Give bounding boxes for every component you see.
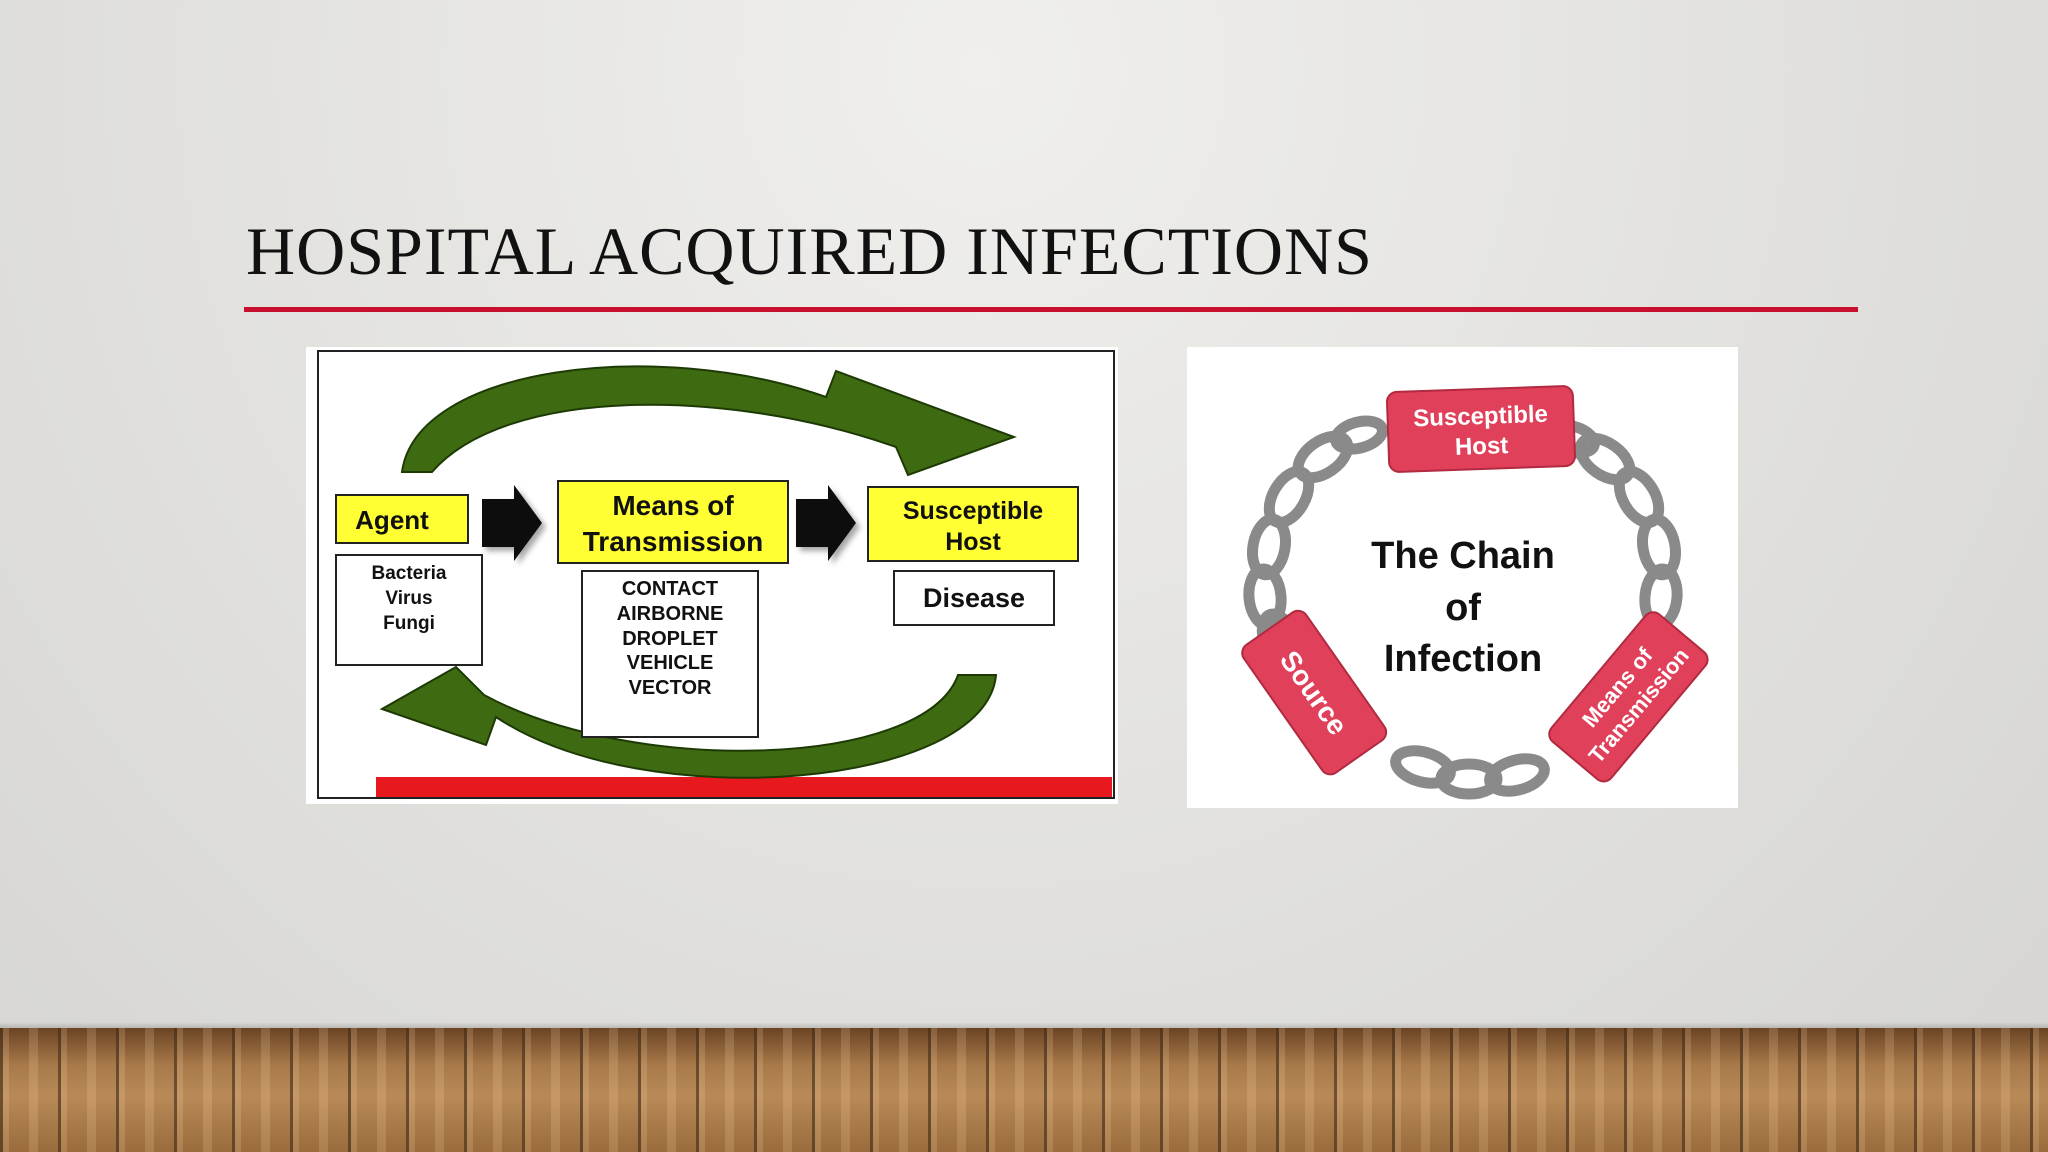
link-means-of-transmission: Means of Transmission <box>1548 611 1709 783</box>
agent-example-item: Fungi <box>383 613 435 634</box>
black-arrow-right <box>482 485 542 561</box>
diagram-frame <box>317 350 1115 799</box>
slide-title: HOSPITAL ACQUIRED INFECTIONS <box>246 213 1373 289</box>
host-label: Susceptible <box>903 497 1043 525</box>
host-box <box>867 486 1079 562</box>
transmission-mode-item: DROPLET <box>622 628 718 650</box>
agent-box <box>335 494 469 544</box>
transmission-mode-item: AIRBORNE <box>617 603 724 625</box>
wood-floor <box>0 1028 2048 1152</box>
chain-center-title: of <box>1445 587 1481 629</box>
infection-cycle-svg: Agent Bacteria Virus Fungi Means of Tran… <box>317 350 1115 799</box>
transmission-mode-item: VECTOR <box>629 677 713 699</box>
chain-center-title: The Chain <box>1371 535 1555 577</box>
transmission-mode-item: VEHICLE <box>627 652 714 674</box>
agent-examples-box <box>335 554 483 666</box>
title-underline <box>244 307 1858 312</box>
transmission-modes-box <box>581 570 759 738</box>
host-label: Host <box>945 528 1001 556</box>
transmission-box <box>557 480 789 564</box>
floor-shadow <box>0 1022 2048 1032</box>
infection-cycle-diagram: Agent Bacteria Virus Fungi Means of Tran… <box>306 347 1118 804</box>
link-susceptible-host: Susceptible Host <box>1386 385 1576 473</box>
bottom-cycle-arrow <box>379 665 998 779</box>
chain-of-infection-svg: Susceptible Host Source Means of Transmi… <box>1241 385 1709 800</box>
agent-label: Agent <box>355 505 429 535</box>
chain-center-title: Infection <box>1384 638 1542 680</box>
agent-example-item: Virus <box>385 588 432 609</box>
top-link-label: Host <box>1454 432 1508 461</box>
chain-of-infection-diagram: Susceptible Host Source Means of Transmi… <box>1187 347 1738 808</box>
black-arrow-right <box>796 485 856 561</box>
agent-example-item: Bacteria <box>372 563 447 584</box>
transmission-label: Means of <box>612 490 734 521</box>
host-outcome: Disease <box>923 583 1025 613</box>
top-cycle-arrow <box>400 365 1017 477</box>
red-base-bar <box>376 777 1112 797</box>
host-outcome-box <box>893 570 1055 626</box>
top-link-label: Susceptible <box>1413 401 1549 433</box>
transmission-mode-item: CONTACT <box>622 578 718 600</box>
transmission-label: Transmission <box>583 526 764 557</box>
